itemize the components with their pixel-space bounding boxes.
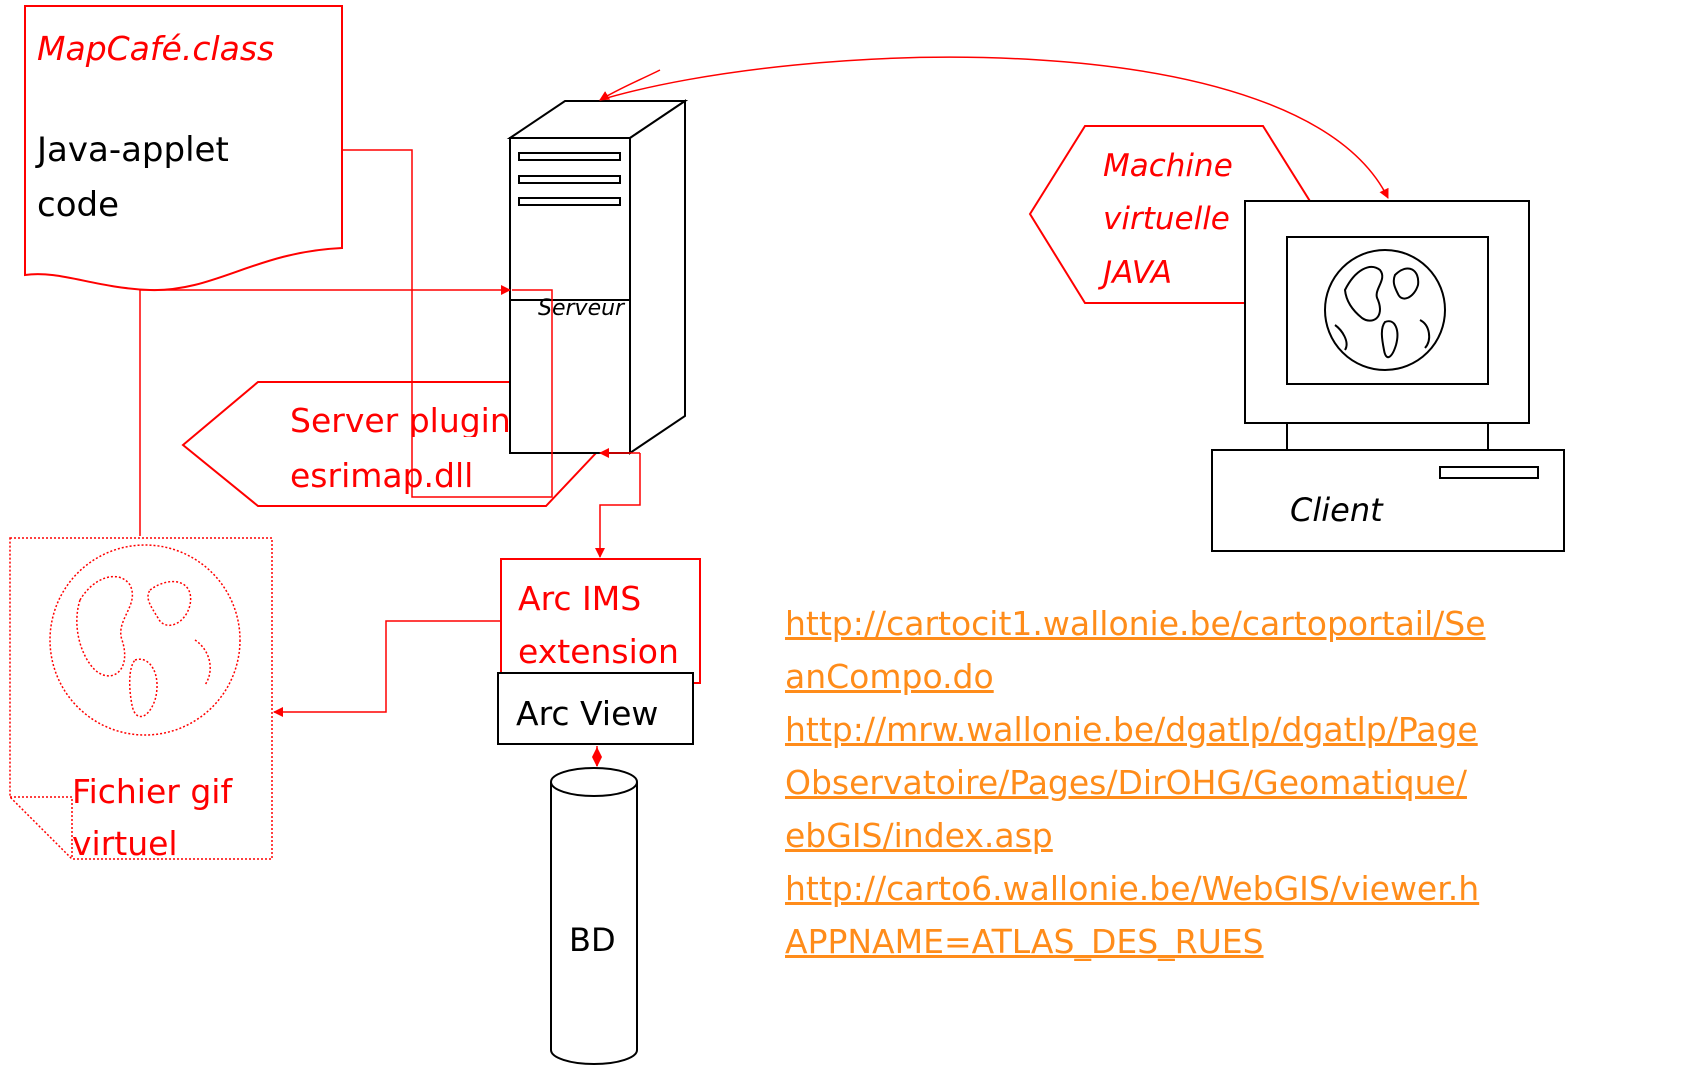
jvm-line2: virtuelle (1103, 201, 1230, 237)
server-label: Serveur (538, 296, 625, 321)
link-line-5[interactable]: ebGIS/index.asp (785, 816, 1053, 855)
gif-globe (49, 544, 241, 736)
link-line-4[interactable]: Observatoire/Pages/DirOHG/Geomatique/ (785, 763, 1467, 802)
applet-line1: Java-applet (37, 130, 229, 170)
database-cylinder (550, 767, 638, 1065)
gif-line2: virtuel (72, 824, 178, 863)
link-line-1[interactable]: http://cartocit1.wallonie.be/cartoportai… (785, 604, 1486, 643)
client-label: Client (1290, 491, 1383, 529)
applet-line2: code (37, 185, 119, 225)
link-line-6[interactable]: http://carto6.wallonie.be/WebGIS/viewer.… (785, 869, 1480, 908)
plugin-line1: Server plugin (290, 404, 510, 437)
plugin-line2: esrimap.dll (290, 456, 474, 495)
arcims-line2: extension (518, 632, 679, 671)
link-line-3[interactable]: http://mrw.wallonie.be/dgatlp/dgatlp/Pag… (785, 710, 1478, 749)
client-computer (1211, 200, 1565, 552)
gif-file-shape (9, 537, 273, 860)
jvm-line3: JAVA (1103, 255, 1173, 291)
gif-line1: Fichier gif (72, 772, 233, 811)
applet-title: MapCafé.class (37, 29, 275, 68)
arcview-label: Arc View (516, 694, 659, 733)
link-line-2[interactable]: anCompo.do (785, 657, 994, 696)
arcims-line1: Arc IMS (518, 579, 642, 618)
arcims-box-shape (500, 558, 701, 684)
db-label: BD (569, 921, 616, 959)
jvm-line1: Machine (1103, 148, 1233, 184)
arcview-box-shape (497, 672, 694, 745)
client-globe (1324, 249, 1446, 371)
link-line-7[interactable]: APPNAME=ATLAS_DES_RUES (785, 922, 1264, 961)
connectors (139, 56, 1389, 767)
